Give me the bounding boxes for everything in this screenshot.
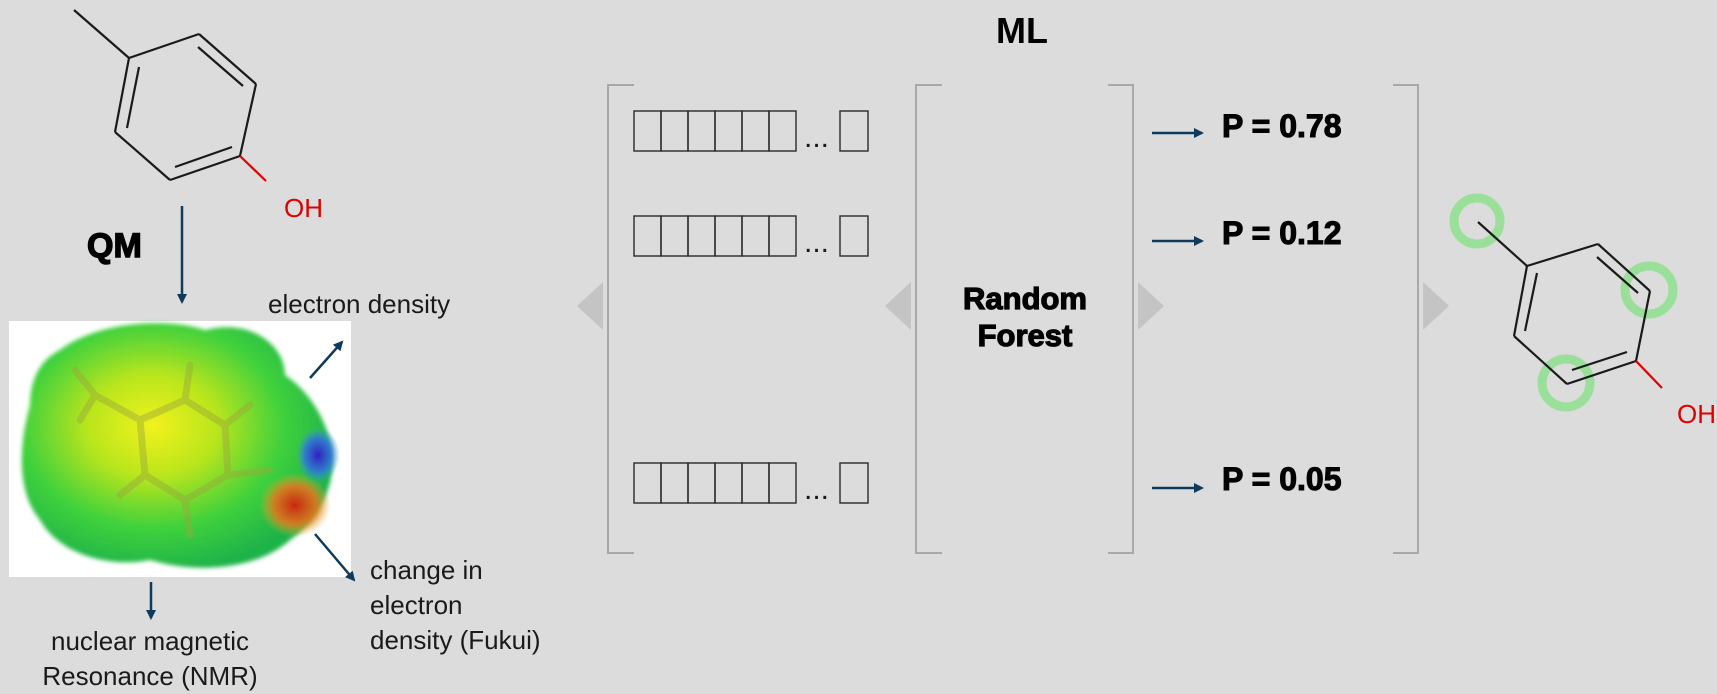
chevron-icon [885, 282, 911, 330]
probability-2: P = 0.12 [1221, 214, 1342, 251]
probability-3: P = 0.05 [1221, 460, 1342, 497]
feature-vector-ellipsis: ... [804, 473, 830, 506]
chevron-icon [1138, 282, 1164, 330]
site-highlight [1449, 193, 1505, 249]
chevrons [577, 282, 1449, 330]
oh-label-input: OH [284, 193, 323, 223]
model-line-2: Forest [977, 318, 1073, 354]
feature-vector-ellipsis: ... [804, 121, 830, 154]
oh-label-output: OH [1677, 399, 1716, 429]
bracket-model-right [1108, 84, 1134, 554]
qm-label: QM [86, 226, 142, 265]
feature-vector-ellipsis: ... [804, 226, 830, 259]
brackets [607, 84, 1419, 554]
fukui-label: change in electron density (Fukui) [370, 553, 541, 658]
bracket-features-left [607, 84, 634, 554]
chevron-icon [1423, 282, 1449, 330]
electron-density-arrow [309, 340, 344, 379]
random-forest-label: Random Forest [940, 280, 1110, 354]
output-molecule [1449, 193, 1678, 412]
site-highlight [1620, 261, 1678, 319]
ml-heading: ML [996, 10, 1048, 51]
nmr-line-1: nuclear magnetic [51, 626, 249, 656]
site-highlight [1537, 354, 1595, 412]
electrostatic-surface-icon [9, 321, 351, 577]
fukui-line-3: density (Fukui) [370, 625, 541, 656]
feature-vector-cells [633, 110, 869, 504]
fukui-line-2: electron [370, 590, 463, 621]
fukui-arrow [314, 533, 356, 582]
nmr-label: nuclear magnetic Resonance (NMR) [0, 624, 300, 694]
chevron-icon [577, 282, 603, 330]
model-line-1: Random [962, 280, 1087, 316]
probability-1: P = 0.78 [1221, 107, 1342, 144]
fukui-line-1: change in [370, 555, 483, 585]
flow-arrows [146, 128, 1204, 620]
bracket-model-left [915, 84, 942, 554]
bracket-outputs-right [1393, 84, 1419, 554]
input-molecule [73, 9, 267, 182]
nmr-line-2: Resonance (NMR) [42, 661, 258, 692]
electron-density-label: electron density [268, 289, 451, 319]
